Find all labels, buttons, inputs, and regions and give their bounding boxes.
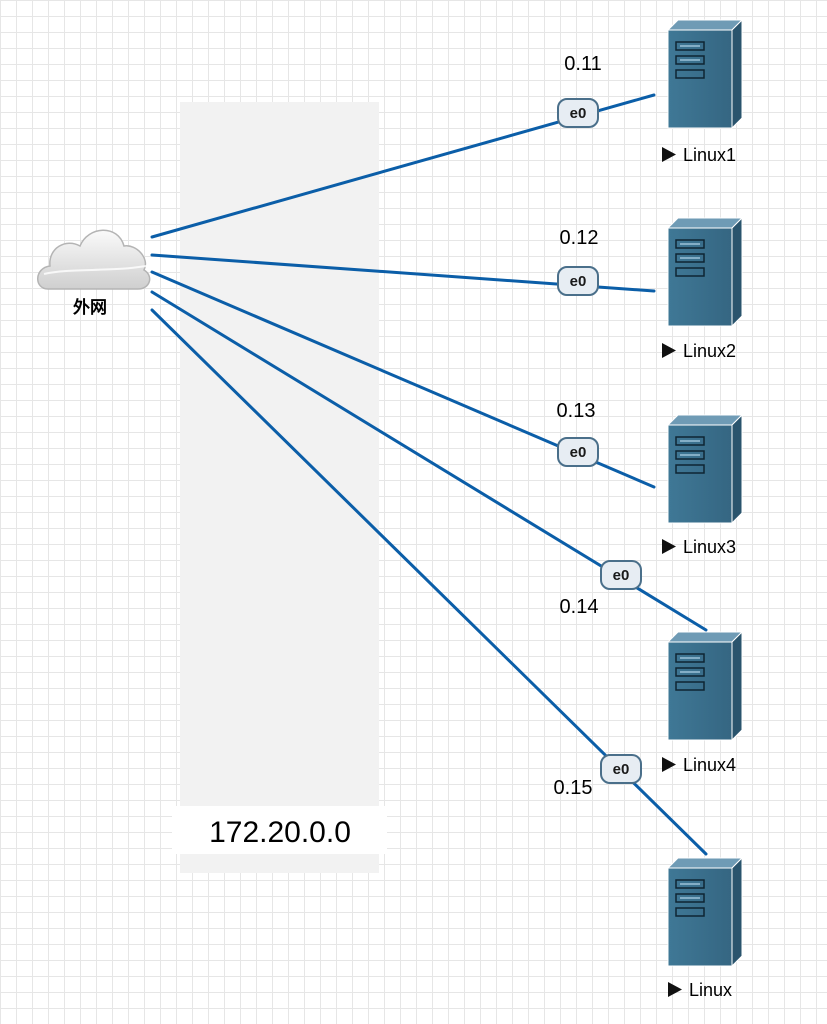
port-badge-e0[interactable]: e0 — [557, 266, 599, 296]
server-node[interactable]: Linux1 — [662, 18, 744, 165]
play-icon[interactable] — [662, 147, 676, 162]
play-icon[interactable] — [662, 539, 676, 554]
cloud-node[interactable]: 外网 — [37, 229, 151, 318]
server-icon — [666, 413, 744, 525]
server-icon — [666, 18, 744, 130]
port-badge-bg — [557, 98, 599, 128]
port-badge-e0[interactable]: e0 — [557, 437, 599, 467]
node-label: Linux — [689, 980, 732, 1000]
subnet-label-bg — [172, 806, 387, 854]
node-label: Linux1 — [683, 145, 736, 165]
port-label: e0 — [570, 105, 587, 122]
server-node[interactable]: Linux3 — [662, 413, 744, 557]
ip-label: 0.12 — [560, 227, 599, 249]
port-badge-e0[interactable]: e0 — [600, 560, 642, 590]
server-icon — [666, 856, 744, 968]
port-badge-bg — [557, 266, 599, 296]
cloud-icon — [37, 229, 151, 290]
server-icon — [666, 630, 744, 742]
subnet-box[interactable]: 172.20.0.0 — [172, 102, 387, 873]
cloud-label: 外网 — [73, 297, 107, 318]
port-label: e0 — [570, 273, 587, 290]
server-icon — [666, 216, 744, 328]
port-badge-e0[interactable]: e0 — [600, 754, 642, 784]
port-label: e0 — [613, 567, 630, 584]
server-node[interactable]: Linux4 — [662, 630, 744, 775]
ip-label: 0.14 — [560, 596, 599, 618]
port-badge-bg — [600, 754, 642, 784]
server-node[interactable]: Linux — [666, 856, 744, 1000]
subnet-label: 172.20.0.0 — [209, 816, 351, 849]
node-label: Linux2 — [683, 341, 736, 361]
port-label: e0 — [570, 444, 587, 461]
port-badge-e0[interactable]: e0 — [557, 98, 599, 128]
node-label: Linux4 — [683, 755, 736, 775]
port-badge-bg — [557, 437, 599, 467]
play-icon[interactable] — [662, 757, 676, 772]
play-icon[interactable] — [662, 343, 676, 358]
port-badge-bg — [600, 560, 642, 590]
port-label: e0 — [613, 761, 630, 778]
node-label: Linux3 — [683, 537, 736, 557]
ip-label: 0.15 — [554, 777, 593, 799]
play-icon[interactable] — [668, 982, 682, 997]
subnet-rect — [180, 102, 379, 873]
ip-label: 0.13 — [557, 400, 596, 422]
server-node[interactable]: Linux2 — [662, 216, 744, 361]
ip-label: 0.11 — [564, 53, 601, 75]
